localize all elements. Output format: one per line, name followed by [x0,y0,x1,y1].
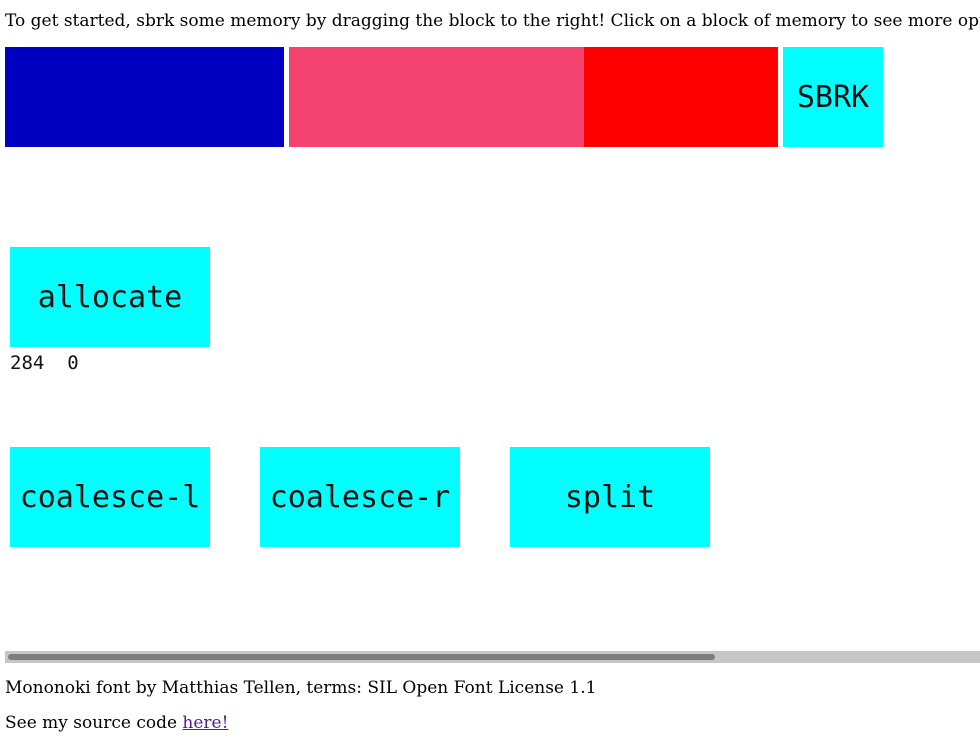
font-credit-text: Mononoki font by Matthias Tellen, terms:… [5,678,597,698]
memory-block-3[interactable] [584,47,778,147]
coalesce-left-button[interactable]: coalesce-l [10,447,210,547]
source-code-link[interactable]: here! [182,713,229,733]
instructions-text: To get started, sbrk some memory by drag… [5,11,980,31]
memory-strip: SBRK [0,47,980,147]
split-button[interactable]: split [510,447,710,547]
scrollbar-thumb[interactable] [8,654,715,660]
coalesce-right-button[interactable]: coalesce-r [260,447,460,547]
source-code-line: See my source code here! [5,712,228,734]
allocate-button[interactable]: allocate [10,247,210,347]
memory-block-1[interactable] [5,47,284,147]
horizontal-scrollbar[interactable] [5,651,980,663]
sbrk-drag-block[interactable]: SBRK [783,47,883,147]
block-status-value: 0 [67,352,79,374]
block-readout: 284 0 [10,352,79,374]
block-size-value: 284 [10,352,45,374]
source-code-label: See my source code [5,713,183,733]
memory-block-2[interactable] [289,47,584,147]
